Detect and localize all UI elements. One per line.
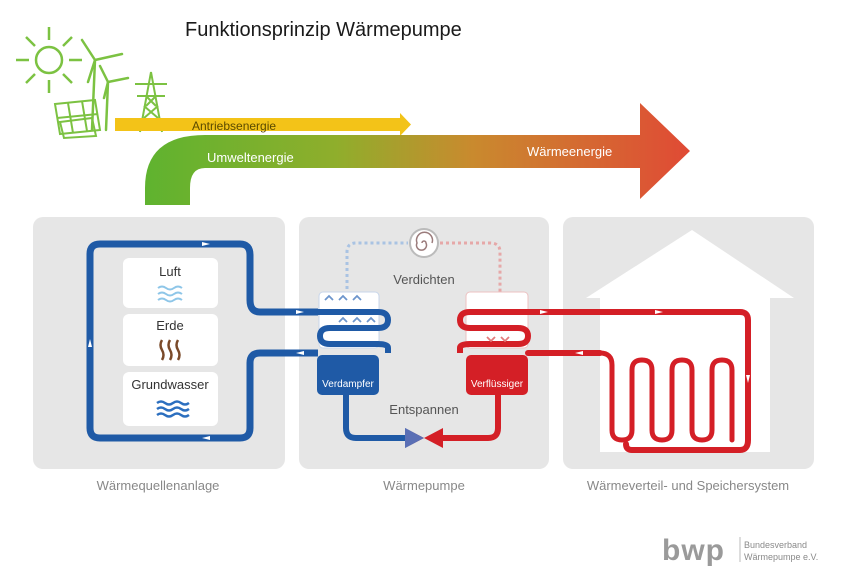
source-loop-flow-arrows — [88, 242, 304, 440]
logo-line-1: Bundesverband — [744, 540, 807, 550]
house-icon — [586, 230, 794, 452]
logo-wordmark: bwp — [662, 534, 725, 567]
vapor-line-cold — [345, 241, 408, 295]
logo-line-2: Wärmepumpe e.V. — [744, 552, 818, 562]
groundwater-label: Grundwasser — [131, 377, 209, 392]
groundwater-source-box — [123, 372, 218, 426]
drive-energy-label: Antriebsenergie — [192, 119, 276, 133]
vapor-line-hot — [440, 241, 502, 295]
expand-label: Entspannen — [389, 402, 458, 417]
power-pylon-icon — [135, 71, 167, 133]
source-section-label: Wärmequellenanlage — [97, 478, 220, 493]
air-source-box — [123, 258, 218, 308]
sun-icon — [16, 27, 82, 93]
air-waves-icon — [157, 285, 183, 303]
wind-turbine-icon — [80, 38, 130, 132]
earth-waves-icon — [159, 339, 181, 361]
earth-label: Erde — [156, 318, 183, 333]
heat-energy-label: Wärmeenergie — [527, 144, 612, 159]
heat-pump-section-label: Wärmepumpe — [383, 478, 465, 493]
expansion-valve-icon — [405, 428, 443, 448]
liquid-line — [343, 392, 501, 441]
water-waves-icon — [156, 400, 190, 418]
distribution-section-label: Wärmeverteil- und Speichersystem — [587, 478, 789, 493]
solar-panel-icon — [53, 98, 102, 140]
environment-energy-label: Umweltenergie — [207, 150, 294, 165]
condenser-label: Verflüssiger — [471, 379, 524, 390]
heat-pump-panel — [299, 217, 549, 469]
evaporator-label: Verdampfer — [322, 379, 374, 390]
air-label: Luft — [159, 264, 181, 279]
heat-energy-arrow — [145, 103, 690, 205]
heating-loop — [525, 309, 751, 453]
compressor-icon — [409, 228, 439, 258]
earth-source-box — [123, 314, 218, 366]
compress-label: Verdichten — [393, 272, 454, 287]
heating-loop-flow-arrows — [540, 310, 750, 405]
evaporator — [317, 291, 391, 395]
condenser — [457, 291, 545, 395]
page-title: Funktionsprinzip Wärmepumpe — [185, 19, 462, 41]
drive-energy-arrow-head — [400, 113, 411, 136]
floor-heating-coil — [597, 350, 735, 443]
